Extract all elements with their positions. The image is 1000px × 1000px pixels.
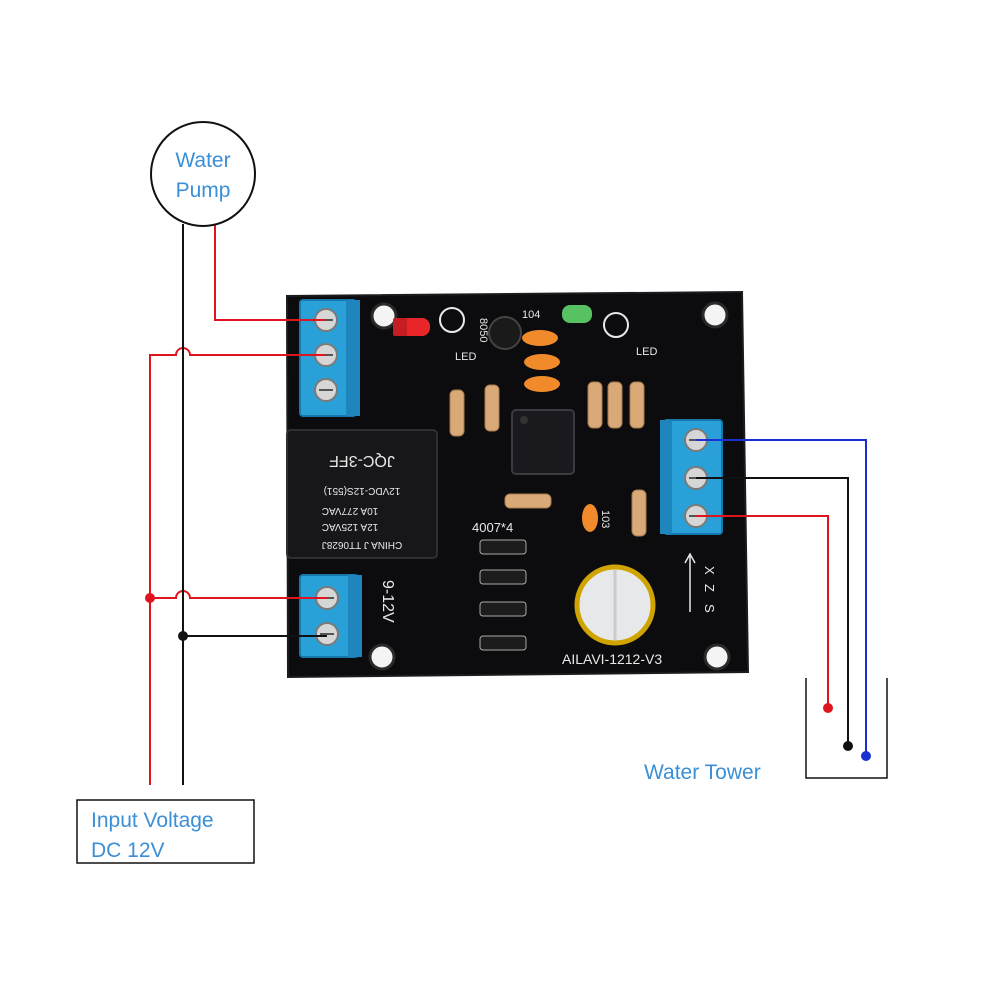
relay: CHINA J TT0628J 12A 125VAC 10A 277VAC 12… xyxy=(286,429,438,559)
ceramic-capacitors xyxy=(522,330,598,532)
probe-tip-black xyxy=(843,741,853,751)
capacitor-103-label: 103 xyxy=(599,510,611,528)
board-model-label: AILAVI-1212-V3 xyxy=(562,651,662,667)
probe-tip-red xyxy=(823,703,833,713)
led-red xyxy=(393,307,465,336)
mount-hole-bottom-right xyxy=(703,643,731,671)
relay-text-line-1: CHINA J TT0628J xyxy=(322,539,402,550)
resistors xyxy=(449,381,647,537)
mount-hole-top-left xyxy=(370,302,398,330)
input-voltage-box: Input Voltage DC 12V xyxy=(76,799,255,864)
water-pump-label-line-1: Water xyxy=(175,149,230,172)
mount-hole-top-right xyxy=(701,301,729,329)
transistor: 8050 xyxy=(477,316,522,350)
probe-terminal-block xyxy=(660,419,723,535)
water-tower-tank xyxy=(805,678,888,779)
ic-chip xyxy=(511,409,575,475)
junction-red xyxy=(145,593,155,603)
probe-label-s: S xyxy=(702,604,717,613)
relay-text-line-3: 10A 277VAC xyxy=(322,505,379,516)
mount-hole-bottom-left xyxy=(368,643,396,671)
led-left-label: LED xyxy=(455,351,476,363)
probe-label-z: Z xyxy=(702,584,717,592)
electrolytic-capacitor xyxy=(574,564,656,646)
probe-label-x: X xyxy=(702,566,717,575)
diode-label: 4007*4 xyxy=(472,520,513,535)
water-pump-label-line-2: Pump xyxy=(176,179,231,202)
probe-pin-labels: X Z S xyxy=(684,552,717,613)
power-terminal-block xyxy=(299,574,362,658)
voltage-label: 9-12V xyxy=(379,580,396,623)
relay-text-line-5: JQC-3FF xyxy=(329,452,395,469)
pump-terminal-block xyxy=(299,299,360,417)
water-pump-symbol: Water Pump xyxy=(150,121,256,227)
wire-probe-blue xyxy=(696,439,867,755)
led-green xyxy=(562,305,629,338)
wire-probe-black xyxy=(696,477,849,745)
probe-tip-blue xyxy=(861,751,871,761)
water-tower-label: Water Tower xyxy=(644,761,761,784)
relay-text-line-2: 12A 125VAC xyxy=(322,521,379,532)
rectifier-diodes xyxy=(479,539,527,651)
input-voltage-label-line-2: DC 12V xyxy=(91,839,165,862)
ceramic-cap-label: 104 xyxy=(522,309,540,321)
led-right-label: LED xyxy=(636,346,657,358)
relay-text-line-4: 12VDC-12S(551) xyxy=(324,485,401,496)
transistor-label: 8050 xyxy=(477,318,489,342)
junction-black xyxy=(178,631,188,641)
input-voltage-label-line-1: Input Voltage xyxy=(91,809,214,832)
wire-supply-red xyxy=(149,347,326,785)
wires xyxy=(145,224,871,785)
wire-pump-red xyxy=(214,224,326,321)
wire-probe-red xyxy=(696,515,829,707)
